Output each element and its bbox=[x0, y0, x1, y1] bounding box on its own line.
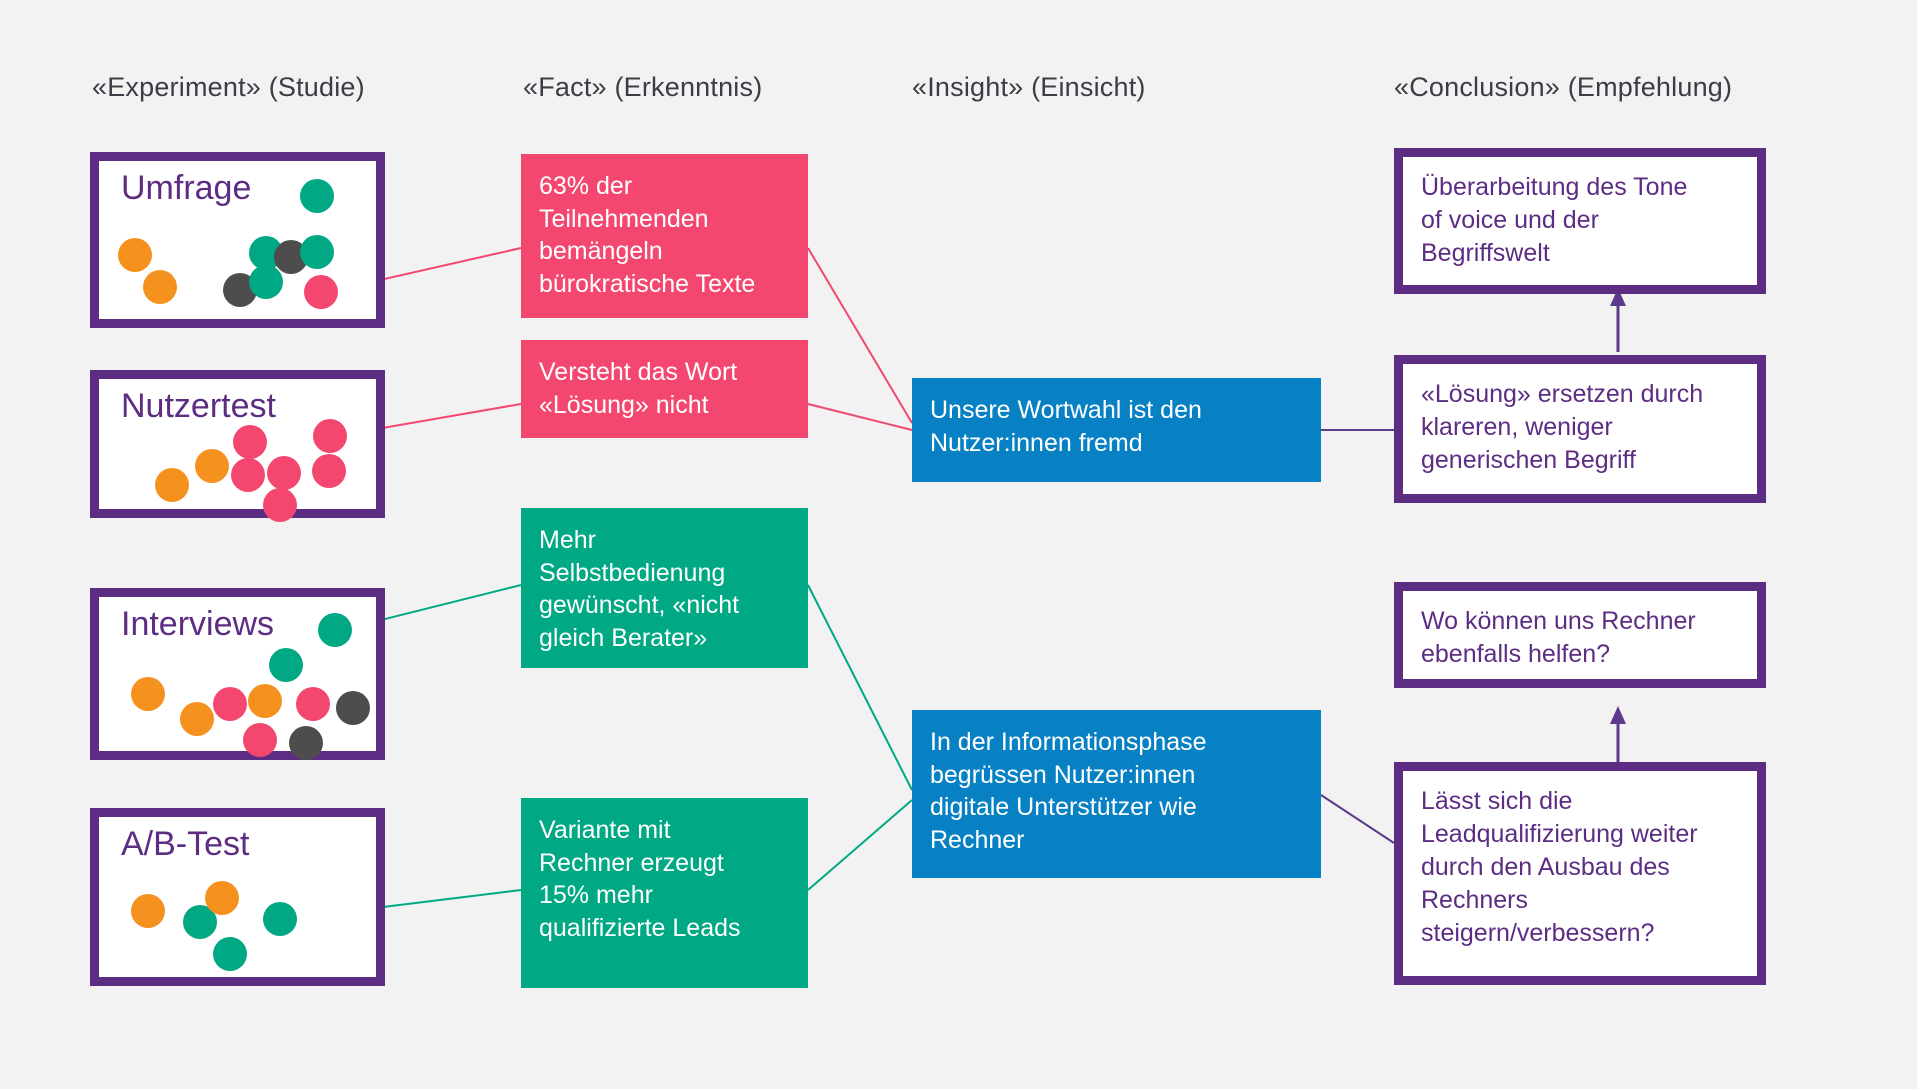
edge-fact1-to-insight1 bbox=[807, 247, 913, 424]
experiment-title-ab-test: A/B-Test bbox=[121, 825, 250, 863]
dot-pink bbox=[243, 723, 277, 757]
dot-pink bbox=[233, 425, 267, 459]
dot-orange bbox=[248, 684, 282, 718]
conclusion-box-2[interactable]: «Lösung» ersetzen durch klareren, wenige… bbox=[1394, 355, 1766, 503]
dot-pink bbox=[263, 488, 297, 522]
dot-orange bbox=[155, 468, 189, 502]
column-header-conclusion: «Conclusion» (Empfehlung) bbox=[1394, 72, 1733, 102]
dot-orange bbox=[131, 677, 165, 711]
insight-box-2[interactable]: In der Informationsphase begrüssen Nutze… bbox=[912, 710, 1321, 878]
dot-orange bbox=[195, 449, 229, 483]
dot-orange bbox=[180, 702, 214, 736]
dot-pink bbox=[267, 456, 301, 490]
edge-fact4-to-insight2 bbox=[807, 799, 913, 891]
experiment-title-umfrage: Umfrage bbox=[121, 169, 252, 207]
dot-pink bbox=[231, 458, 265, 492]
dot-orange bbox=[143, 270, 177, 304]
conclusion-box-4[interactable]: Lässt sich die Leadqualifizierung weiter… bbox=[1394, 762, 1766, 985]
fact-box-3[interactable]: Mehr Selbstbedienung gewünscht, «nicht g… bbox=[521, 508, 808, 668]
dot-orange bbox=[131, 894, 165, 928]
conclusion-box-1[interactable]: Überarbeitung des Tone of voice und der … bbox=[1394, 148, 1766, 294]
dot-gray bbox=[336, 691, 370, 725]
fact-box-4[interactable]: Variante mit Rechner erzeugt 15% mehr qu… bbox=[521, 798, 808, 988]
dot-pink bbox=[312, 454, 346, 488]
dot-pink-linked bbox=[304, 275, 338, 309]
dot-orange bbox=[118, 238, 152, 272]
edge-fact2-to-insight1 bbox=[807, 403, 913, 431]
fact-box-1[interactable]: 63% der Teilnehmenden bemängeln bürokrat… bbox=[521, 154, 808, 318]
fact-box-2[interactable]: Versteht das Wort «Lösung» nicht bbox=[521, 340, 808, 438]
arrowhead-conclusion3 bbox=[1610, 706, 1626, 724]
conclusion-box-3[interactable]: Wo können uns Rechner ebenfalls helfen? bbox=[1394, 582, 1766, 688]
dot-green-linked bbox=[318, 613, 352, 647]
dot-orange bbox=[205, 881, 239, 915]
dot-green bbox=[213, 937, 247, 971]
column-header-fact: «Fact» (Erkenntnis) bbox=[523, 72, 763, 102]
dot-green bbox=[249, 265, 283, 299]
column-header-experiment: «Experiment» (Studie) bbox=[92, 72, 365, 102]
dot-gray bbox=[289, 726, 323, 760]
dot-green bbox=[300, 235, 334, 269]
dot-green bbox=[300, 179, 334, 213]
dot-pink bbox=[296, 687, 330, 721]
dot-green-linked bbox=[263, 902, 297, 936]
edge-fact3-to-insight2 bbox=[807, 584, 913, 791]
experiment-title-interviews: Interviews bbox=[121, 605, 275, 643]
dot-green bbox=[269, 648, 303, 682]
insight-box-1[interactable]: Unsere Wortwahl ist den Nutzer:innen fre… bbox=[912, 378, 1321, 482]
dot-pink-linked bbox=[313, 419, 347, 453]
experiment-title-nutzertest: Nutzertest bbox=[121, 387, 276, 425]
dot-pink bbox=[213, 687, 247, 721]
column-header-insight: «Insight» (Einsicht) bbox=[912, 72, 1146, 102]
edge-insight2-to-conclusion4 bbox=[1320, 794, 1395, 844]
